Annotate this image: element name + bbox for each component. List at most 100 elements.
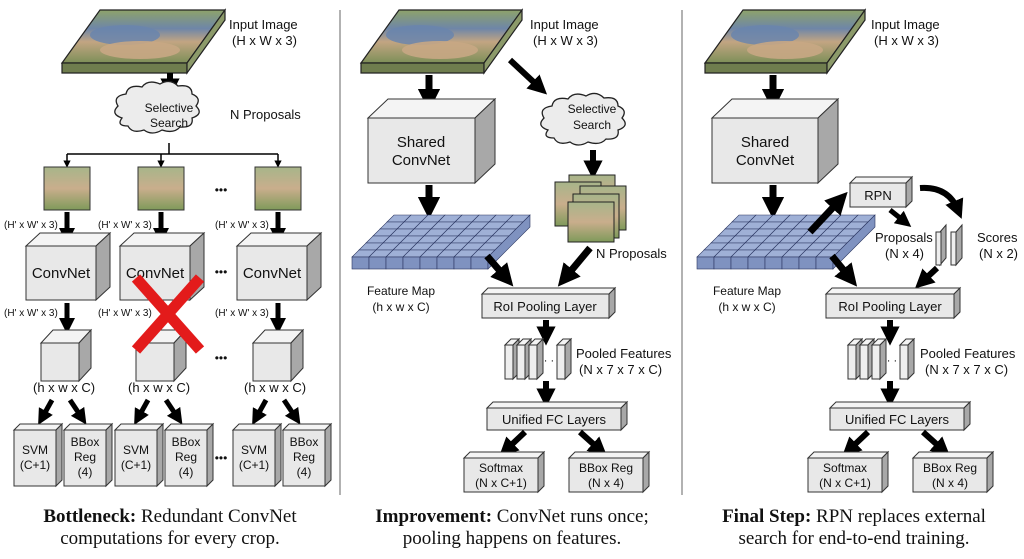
roi-pooling-box bbox=[480, 286, 617, 320]
feature-cube bbox=[251, 328, 305, 383]
caption-text: computations for every crop. bbox=[60, 528, 280, 549]
bbox-reg-box bbox=[911, 450, 995, 494]
proposals-label: N Proposals bbox=[596, 246, 667, 261]
ellipsis: ••• bbox=[215, 351, 228, 365]
convnet-label: ConvNet bbox=[243, 265, 302, 282]
input-image-slab bbox=[703, 8, 867, 75]
scores-slices bbox=[935, 223, 963, 267]
bbox-label: Reg bbox=[293, 450, 315, 464]
caption-text: RPN replaces external bbox=[811, 506, 986, 527]
feature-cell bbox=[351, 256, 370, 270]
fc-layers-box bbox=[828, 400, 972, 432]
proposals-dims: (N x 4) bbox=[885, 246, 924, 261]
convnet-label: ConvNet bbox=[32, 265, 91, 282]
proposals-label: N Proposals bbox=[230, 107, 301, 122]
fc-layers-label: Unified FC Layers bbox=[845, 412, 950, 427]
arrows bbox=[38, 398, 301, 425]
selective-search-cloud bbox=[540, 92, 626, 146]
ellipsis: ••• bbox=[215, 451, 228, 465]
shared-convnet-label: ConvNet bbox=[736, 152, 795, 169]
convnet-cube bbox=[235, 231, 323, 302]
pooled-slice bbox=[536, 337, 544, 381]
reject-cross-icon bbox=[131, 274, 205, 354]
proposal-crop bbox=[43, 166, 91, 211]
roi-pooling-label: RoI Pooling Layer bbox=[838, 299, 942, 314]
svm-box: SVM(C+1) bbox=[113, 422, 165, 488]
pooled-slice bbox=[907, 337, 915, 381]
feature-dims: (h x w x C) bbox=[128, 380, 190, 395]
feature-map-dims: (h x w x C) bbox=[718, 300, 775, 314]
crop-dims: (H' x W' x 3) bbox=[98, 220, 152, 231]
feature-map-side bbox=[832, 214, 876, 270]
pooled-slice bbox=[847, 344, 857, 380]
input-image-dims: (H x W x 3) bbox=[874, 33, 939, 48]
bbox-reg-dims: (N x 4) bbox=[932, 476, 968, 490]
ellipsis: ••• bbox=[215, 265, 228, 279]
pooled-features-slices: · · bbox=[503, 337, 573, 381]
svm-label: SVM bbox=[241, 443, 267, 457]
scores-label: Scores bbox=[977, 230, 1018, 245]
rpn-label: RPN bbox=[864, 188, 891, 203]
feature-map-dims: (h x w x C) bbox=[372, 300, 429, 314]
bbox-label: (4) bbox=[179, 465, 194, 479]
caption-bold: Bottleneck: bbox=[43, 506, 137, 527]
feature-map-grid bbox=[696, 214, 876, 270]
feature-cell bbox=[436, 256, 455, 270]
pooled-features-slices: · · bbox=[846, 337, 916, 381]
selective-search-label: Selective bbox=[568, 102, 617, 116]
feature-map-label: Feature Map bbox=[367, 284, 435, 298]
selective-search-label: Search bbox=[573, 118, 611, 132]
bbox-reg-label: BBox Reg bbox=[579, 461, 633, 475]
bbox-label: BBox bbox=[290, 435, 319, 449]
selective-search-cloud bbox=[114, 80, 200, 134]
fc-layers-label: Unified FC Layers bbox=[502, 412, 607, 427]
convnet-cube bbox=[24, 231, 112, 302]
input-image-dims: (H x W x 3) bbox=[232, 33, 297, 48]
softmax-label: Softmax bbox=[479, 461, 523, 475]
bbox-reg-label: BBox Reg bbox=[923, 461, 977, 475]
panel-rcnn: Input Image (H x W x 3) Selective Search… bbox=[4, 8, 333, 488]
roi-pooling-box bbox=[824, 286, 962, 320]
pooled-features-dims: (N x 7 x 7 x C) bbox=[579, 362, 662, 377]
caption-fast-rcnn: Improvement: ConvNet runs once; pooling … bbox=[342, 506, 682, 550]
softmax-dims: (N x C+1) bbox=[475, 476, 527, 490]
bbox-label: (4) bbox=[297, 465, 312, 479]
pooled-features-label: Pooled Features bbox=[920, 346, 1016, 361]
bbox-reg-box bbox=[567, 450, 651, 494]
bbox-reg-dims: (N x 4) bbox=[588, 476, 624, 490]
caption-rcnn: Bottleneck: Redundant ConvNet computatio… bbox=[0, 506, 340, 550]
softmax-label: Softmax bbox=[823, 461, 867, 475]
pooled-slice bbox=[564, 337, 572, 381]
pooled-slice bbox=[516, 344, 526, 380]
svm-label: SVM bbox=[123, 443, 149, 457]
svm-label: (C+1) bbox=[239, 458, 269, 472]
proposal-crop bbox=[254, 166, 302, 211]
input-image-slab bbox=[359, 8, 524, 75]
proposals-label: Proposals bbox=[875, 230, 933, 245]
softmax-dims: (N x C+1) bbox=[819, 476, 871, 490]
caption-text: search for end-to-end training. bbox=[738, 528, 970, 549]
feature-map-label: Feature Map bbox=[713, 284, 781, 298]
rpn-box bbox=[848, 175, 914, 209]
input-image-slab bbox=[60, 8, 227, 75]
fc-layers-box bbox=[485, 400, 629, 432]
pooled-slice bbox=[504, 344, 514, 380]
feature-cell bbox=[453, 256, 472, 270]
caption-text: Redundant ConvNet bbox=[136, 506, 297, 527]
svm-box: SVM(C+1) bbox=[12, 422, 64, 488]
feature-dims: (H' x W' x 3) bbox=[98, 308, 152, 319]
caption-faster-rcnn: Final Step: RPN replaces external search… bbox=[684, 506, 1024, 550]
input-image-label: Input Image bbox=[530, 17, 599, 32]
bbox-label: Reg bbox=[74, 450, 96, 464]
pooled-slice bbox=[879, 337, 887, 381]
feature-map-grid bbox=[351, 214, 531, 270]
feature-cell bbox=[402, 256, 421, 270]
feature-cell bbox=[798, 256, 817, 270]
panel-fast-rcnn: Input Image (H x W x 3) Shared ConvNet S… bbox=[351, 8, 672, 494]
caption-bold: Final Step: bbox=[722, 506, 812, 527]
proposal-crop bbox=[137, 166, 185, 211]
pooled-features-label: Pooled Features bbox=[576, 346, 672, 361]
panel-faster-rcnn: Input Image (H x W x 3) Shared ConvNet F… bbox=[696, 8, 1018, 494]
